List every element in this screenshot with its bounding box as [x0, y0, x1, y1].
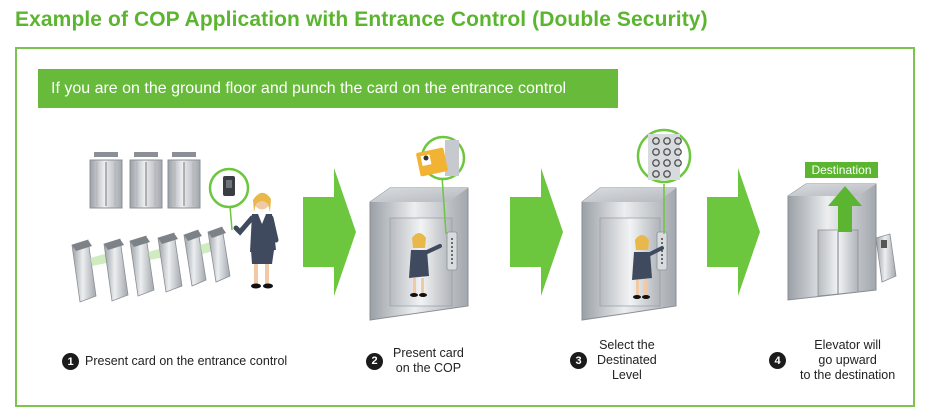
- elevator-door-3: [167, 152, 201, 209]
- button-panel-callout: [636, 128, 692, 234]
- flow-arrow-3: [707, 168, 760, 296]
- step-number-2: 2: [366, 352, 383, 370]
- turnstile-6: [207, 226, 231, 283]
- up-arrow-icon: [828, 186, 862, 232]
- turnstile-2: [103, 238, 129, 302]
- flow-arrow-2: [510, 168, 563, 296]
- elevator-step4: [787, 183, 897, 301]
- cabin-step2: [369, 187, 469, 321]
- step-1-caption: Present card on the entrance control: [85, 354, 288, 368]
- card-reader-callout: [208, 167, 250, 231]
- destination-label: Destination: [811, 163, 871, 177]
- step-number-1: 1: [62, 353, 79, 370]
- lobby-elevator-doors: [89, 152, 201, 209]
- elevator-door-2: [129, 152, 163, 209]
- step-number-3: 3: [570, 352, 587, 369]
- cop-card-callout: [416, 135, 466, 235]
- flow-arrow-1: [303, 168, 356, 296]
- turnstile-gates: [71, 226, 231, 303]
- diagram-frame: [15, 47, 915, 407]
- scenario-banner: If you are on the ground floor and punch…: [38, 69, 618, 108]
- page-title: Example of COP Application with Entrance…: [15, 8, 708, 31]
- step-1: 1 Present card on the entrance control: [62, 353, 287, 370]
- step-number-4: 4: [769, 352, 786, 369]
- cabin-step3: [581, 187, 677, 321]
- elevator-door-1: [89, 152, 123, 209]
- destination-tag: Destination: [805, 162, 878, 178]
- person-step1-icon: [233, 192, 279, 289]
- turnstile-4: [157, 232, 183, 293]
